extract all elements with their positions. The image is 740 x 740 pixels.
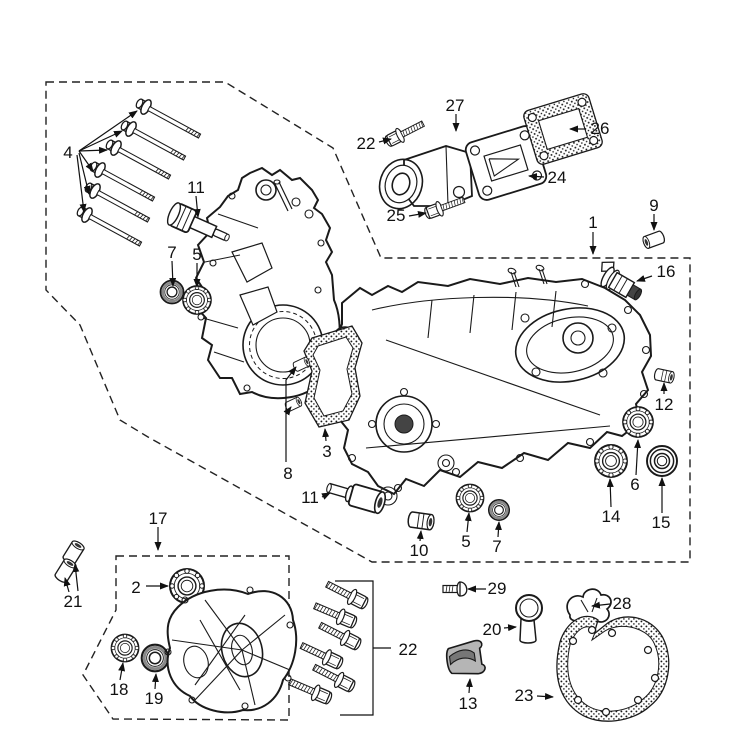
sensor-16 — [600, 261, 643, 301]
crankcase-half-left — [194, 166, 341, 400]
callout-17: 17 — [149, 509, 168, 528]
bearing-18 — [110, 633, 140, 663]
bearing-14 — [593, 443, 629, 479]
callout-28: 28 — [613, 594, 632, 613]
callout-9: 9 — [649, 196, 658, 215]
callout-22-top: 22 — [357, 134, 376, 153]
leader-lines — [63, 110, 668, 716]
callout-5-top: 5 — [192, 245, 201, 264]
callout-23: 23 — [515, 686, 534, 705]
reed-gasket-26 — [523, 93, 603, 165]
seal-19 — [140, 643, 170, 673]
screw-29 — [442, 581, 468, 597]
callout-7-bottom: 7 — [492, 537, 501, 556]
callout-11-top: 11 — [187, 178, 205, 197]
intake-manifold-27 — [378, 145, 473, 210]
callout-2: 2 — [131, 578, 140, 597]
callout-16: 16 — [657, 262, 676, 281]
bolt-11-top — [166, 202, 230, 242]
callout-15: 15 — [652, 513, 671, 532]
callout-4: 4 — [63, 143, 72, 162]
rubber-damper-13 — [445, 639, 486, 675]
callout-labels: 4 11 7 5 22 27 26 24 25 1 9 16 12 3 8 11… — [63, 96, 675, 713]
dowel-8-lower — [283, 396, 304, 413]
transmission-cover-17 — [164, 586, 298, 714]
callout-19: 19 — [145, 689, 164, 708]
callout-24: 24 — [548, 168, 567, 187]
bearing-5-top — [182, 285, 212, 315]
bearing-6 — [622, 406, 654, 438]
callout-6: 6 — [630, 475, 639, 494]
callout-18: 18 — [110, 680, 129, 699]
bearing-15 — [646, 445, 678, 477]
callout-26: 26 — [591, 119, 610, 138]
crankcase-half-right — [331, 264, 653, 506]
bolt-11-bottom — [326, 482, 387, 515]
callout-21: 21 — [64, 592, 83, 611]
callout-22-bottom: 22 — [399, 640, 418, 659]
callout-8: 8 — [283, 464, 292, 483]
callout-11-bottom: 11 — [301, 488, 319, 507]
cover-bolt-set-22 — [286, 576, 372, 708]
callout-29: 29 — [488, 579, 507, 598]
intake-bolt-22 — [382, 116, 428, 150]
outer-boundary — [45, 81, 691, 563]
plug-9 — [641, 229, 667, 250]
callout-20: 20 — [483, 620, 502, 639]
callout-7-top: 7 — [167, 243, 176, 262]
callout-27: 27 — [446, 96, 465, 115]
cover-gasket-23 — [556, 615, 670, 722]
bushing-12 — [653, 367, 676, 385]
cover-group-box — [82, 555, 290, 721]
callout-10: 10 — [410, 541, 429, 560]
cap-20 — [515, 594, 543, 644]
callout-5-bottom: 5 — [461, 532, 470, 551]
seal-7-bottom — [487, 498, 511, 522]
seal-7-top — [159, 279, 185, 305]
callout-12: 12 — [655, 395, 674, 414]
bushing-10 — [406, 510, 436, 531]
callout-1: 1 — [588, 213, 597, 232]
callout-13: 13 — [459, 694, 478, 713]
crankcase-gasket-3 — [303, 325, 363, 428]
callout-14: 14 — [602, 507, 621, 526]
callout-25: 25 — [387, 206, 406, 225]
callout-3: 3 — [322, 442, 331, 461]
bearing-5-bottom — [455, 483, 485, 513]
